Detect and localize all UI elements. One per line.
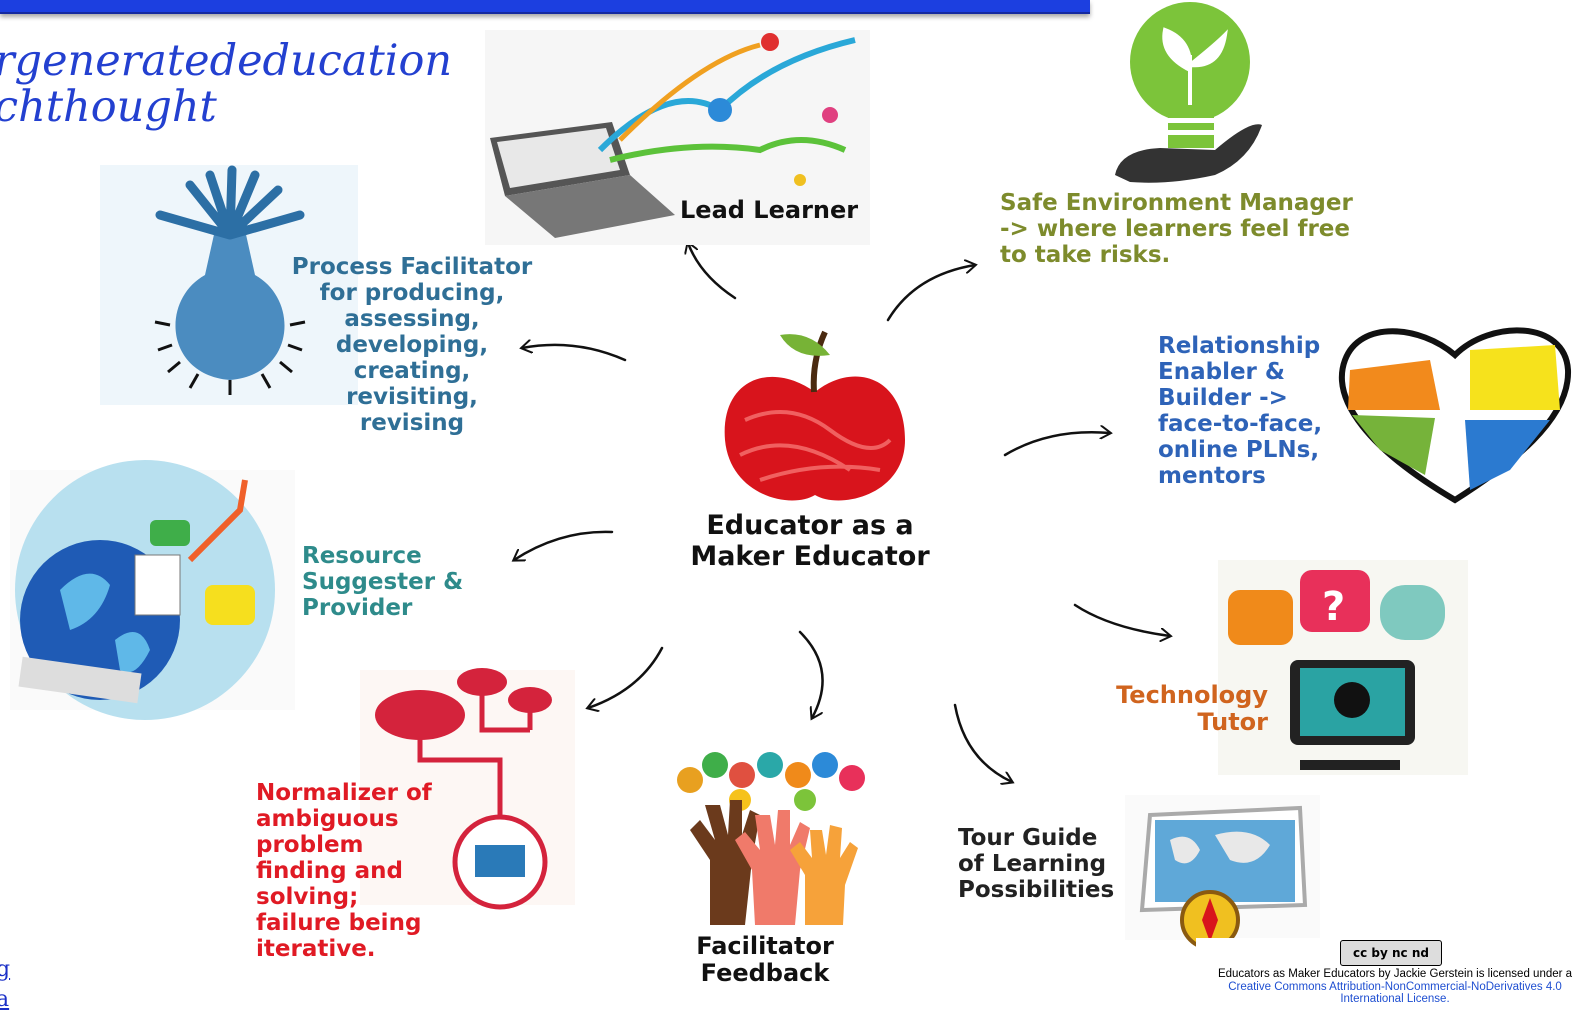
tour-guide-label: Tour Guide of Learning Possibilities [958, 825, 1115, 903]
title-banner-bar [0, 0, 1090, 14]
puzzle-heart-icon [1338, 327, 1572, 504]
arrow-to-facilitator-feedback [798, 630, 824, 718]
process-facilitator-label: Process Facilitator for producing, asses… [291, 254, 533, 436]
arrow-to-relationship [1003, 432, 1110, 457]
resource-suggester-label: Resource Suggester & Provider [302, 543, 464, 621]
apple-icon [724, 330, 905, 501]
hashtag-line-1: rgeneratededucation [0, 36, 453, 86]
arrow-to-safe-environment [886, 265, 975, 322]
arrows [514, 243, 1170, 782]
map-compass-icon [1125, 795, 1320, 950]
hashtag-line-2: chthought [0, 82, 217, 132]
center-label: Educator as a Maker Educator [690, 510, 930, 572]
license-text-plain: Educators as Maker Educators by Jackie G… [1217, 968, 1573, 980]
left-link-1[interactable]: g [0, 957, 11, 982]
laptop-splash-icon [485, 30, 870, 245]
license-text: Educators as Maker Educators by Jackie G… [1200, 968, 1590, 1006]
relationship-enabler-label: Relationship Enabler & Builder -> face-t… [1158, 333, 1323, 489]
technology-tutor-label: Technology Tutor [1116, 681, 1268, 737]
arrow-to-normalizer [588, 646, 664, 708]
left-link-2[interactable]: a [0, 987, 10, 1012]
tree-bulb-icon [100, 165, 358, 405]
arrow-to-resource [514, 530, 614, 560]
license-link[interactable]: Creative Commons Attribution-NonCommerci… [1228, 980, 1562, 1006]
arrow-to-technology-tutor [1073, 603, 1170, 636]
facilitator-feedback-label: Facilitator Feedback [696, 932, 834, 988]
safe-environment-label: Safe Environment Manager -> where learne… [1000, 190, 1353, 268]
arrow-to-lead-learner [688, 243, 737, 300]
left-edge-links: g a [0, 955, 10, 1015]
cc-license-badge-icon[interactable]: cc by nc nd [1340, 940, 1442, 966]
globe-media-icon [10, 460, 295, 720]
raised-hands-icon [677, 752, 865, 925]
arrow-to-process-facilitator [522, 345, 627, 362]
hashtag-text: rgeneratededucation chthought [0, 38, 474, 130]
lead-learner-label: Lead Learner [680, 196, 859, 224]
svg-text:?: ? [1322, 584, 1345, 630]
normalizer-label: Normalizer of ambiguous problem finding … [256, 780, 432, 962]
cloud-network-icon [360, 668, 575, 910]
monitor-speech-icon: ? [1218, 560, 1468, 775]
arrow-to-tour-guide [953, 703, 1012, 782]
lightbulb-hand-icon [1115, 2, 1262, 183]
